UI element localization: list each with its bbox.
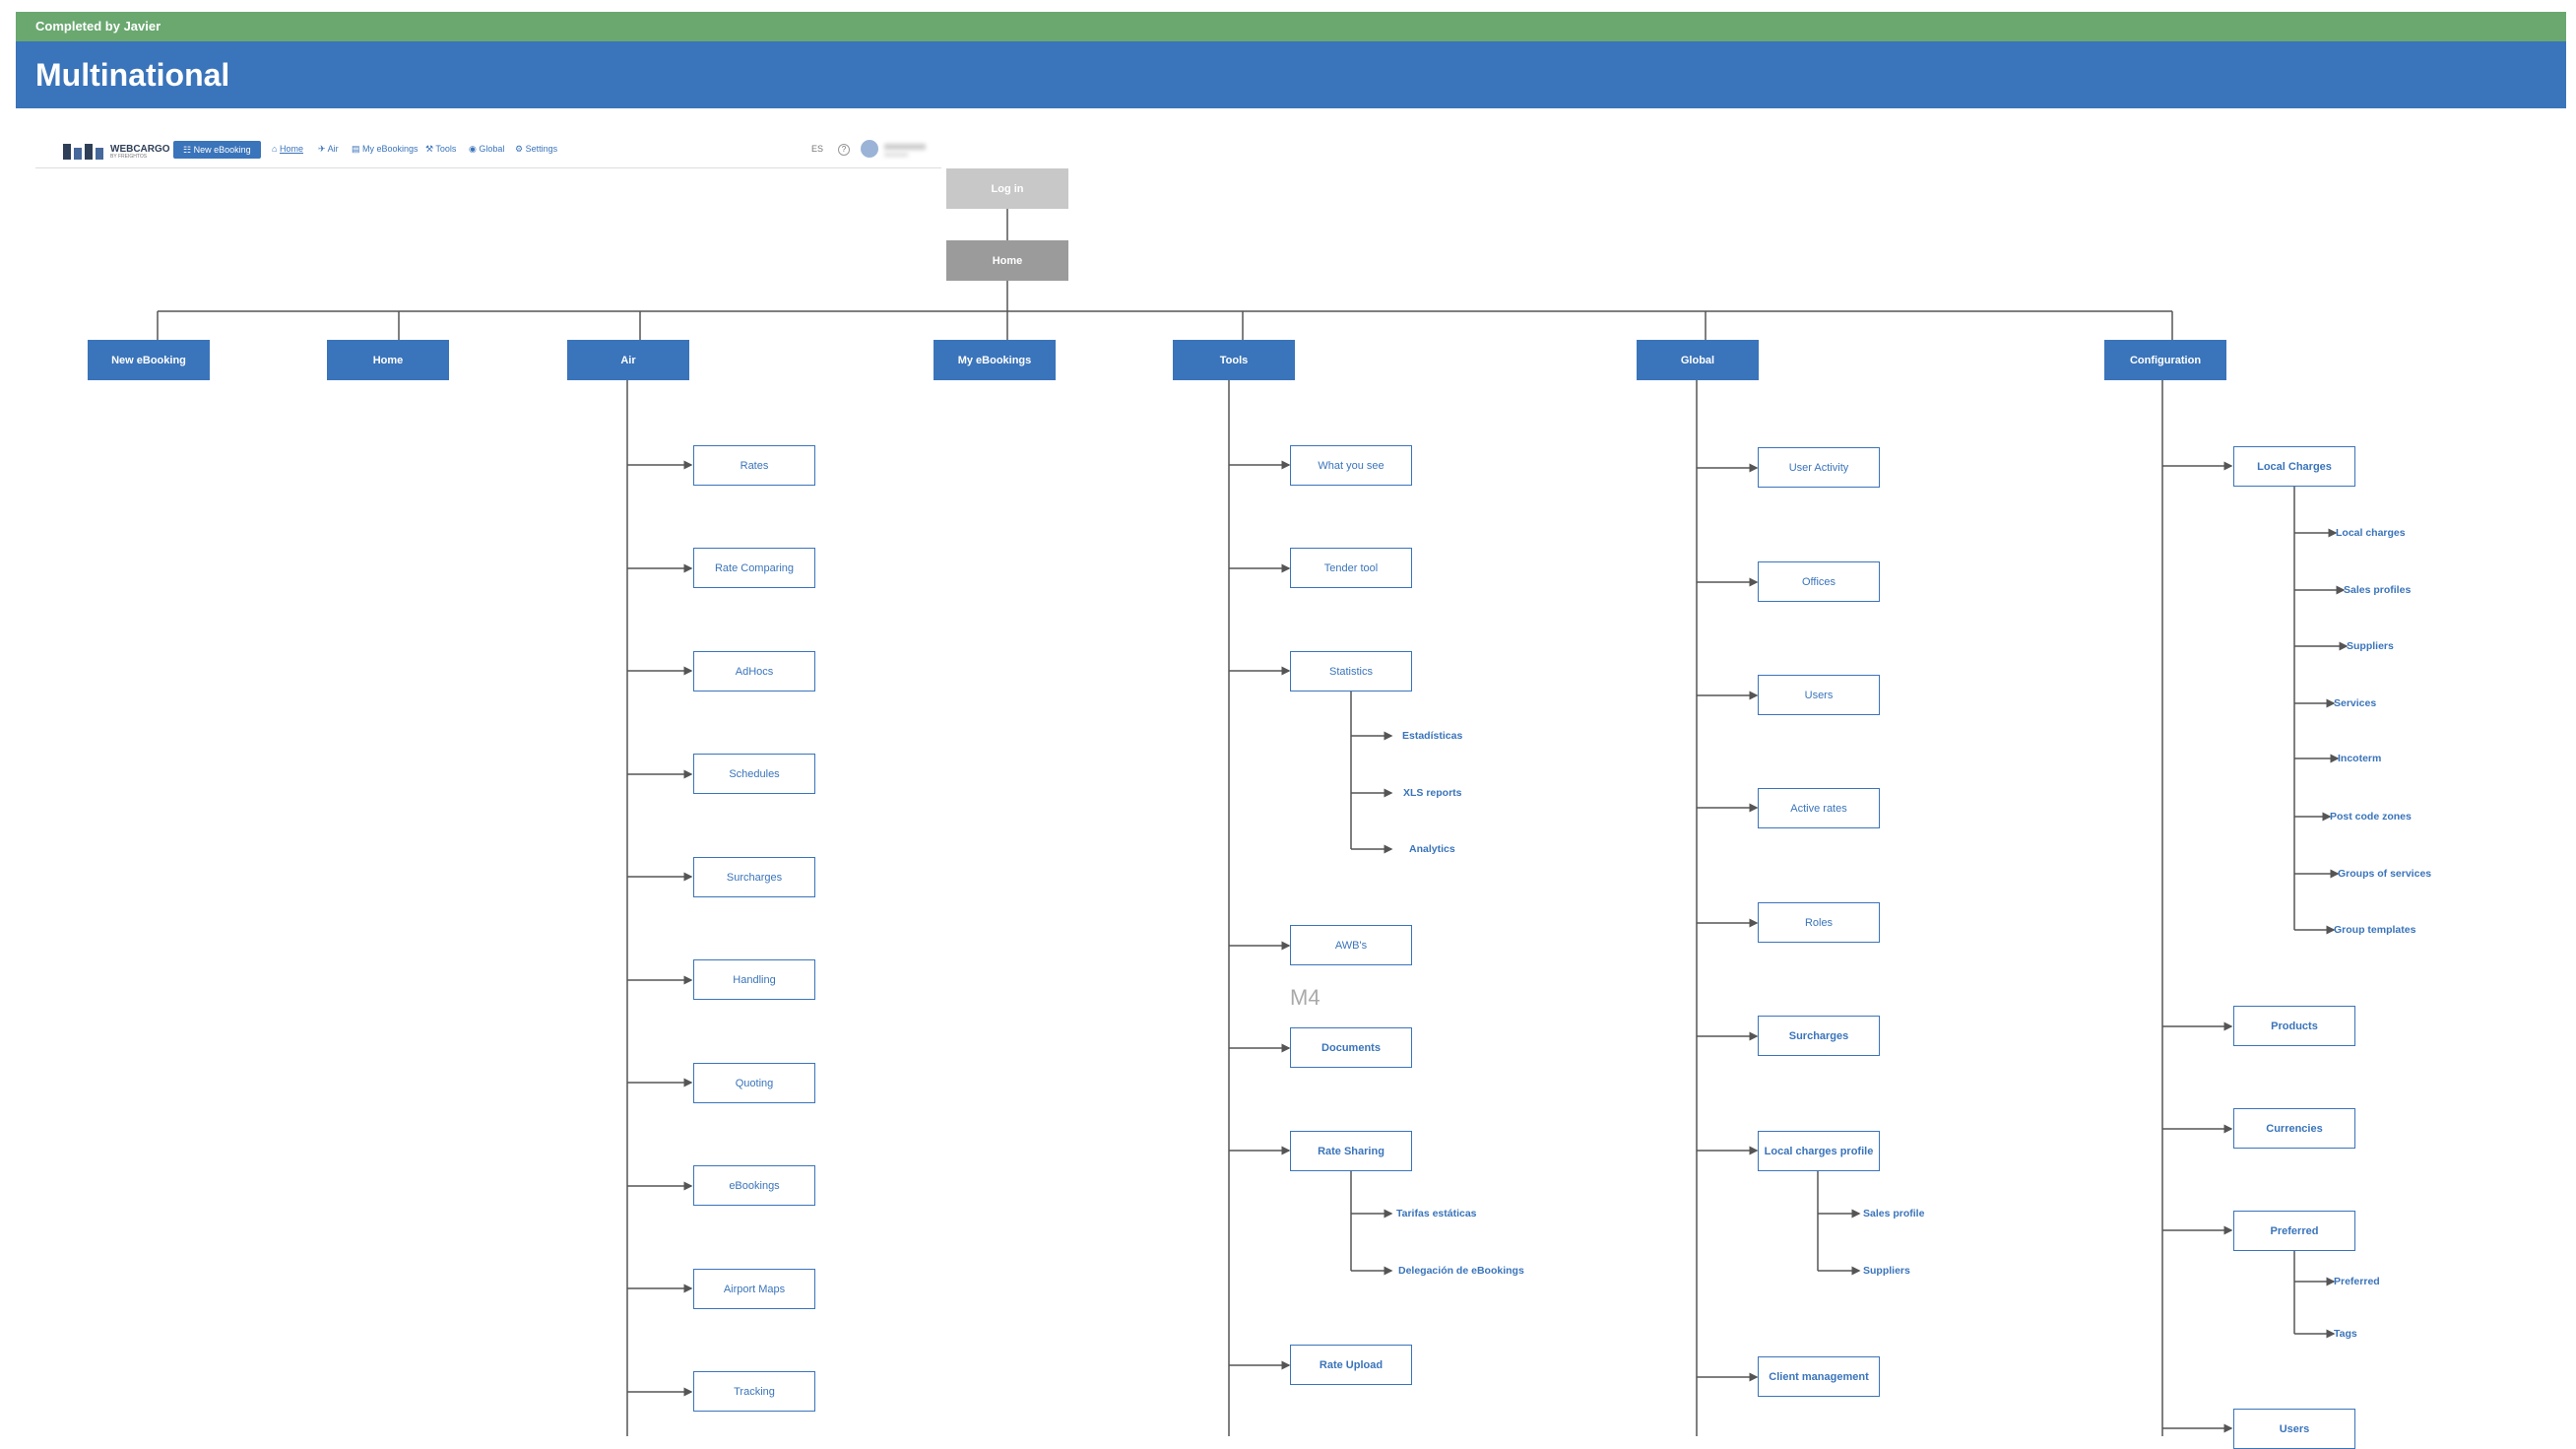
node-air-adhocs: AdHocs (693, 651, 815, 692)
plane-icon: ✈ (318, 144, 326, 154)
nav-global[interactable]: ◉ Global (469, 144, 505, 154)
nav-tools[interactable]: ⚒ Tools (425, 144, 457, 154)
leaf-incoterm: Incoterm (2338, 753, 2382, 764)
node-global-user-activity: User Activity (1758, 447, 1880, 488)
leaf-sales-profiles: Sales profiles (2344, 584, 2412, 596)
node-global-surcharges: Surcharges (1758, 1016, 1880, 1056)
node-new-ebooking: New eBooking (88, 340, 210, 380)
leaf-sales-profile: Sales profile (1863, 1208, 1925, 1219)
node-global-active-rates: Active rates (1758, 788, 1880, 828)
leaf-global-suppliers: Suppliers (1863, 1265, 1910, 1277)
globe-icon: ◉ (469, 144, 477, 154)
wrench-icon: ⚒ (425, 144, 434, 154)
node-air-quoting: Quoting (693, 1063, 815, 1103)
leaf-estadisticas: Estadísticas (1402, 730, 1463, 742)
leaf-config-suppliers: Suppliers (2347, 640, 2394, 652)
node-air-tracking: Tracking (693, 1371, 815, 1412)
home-icon: ⌂ (272, 144, 278, 154)
node-config-currencies: Currencies (2233, 1108, 2355, 1149)
leaf-post-code-zones: Post code zones (2330, 811, 2412, 823)
leaf-groups-of-services: Groups of services (2338, 868, 2432, 880)
node-air-rate-comparing: Rate Comparing (693, 548, 815, 588)
node-air-rates: Rates (693, 445, 815, 486)
help-icon[interactable]: ? (838, 144, 850, 156)
node-air-surcharges: Surcharges (693, 857, 815, 897)
node-tools: Tools (1173, 340, 1295, 380)
gear-icon: ⚙ (515, 144, 524, 154)
node-air-handling: Handling (693, 959, 815, 1000)
node-air: Air (567, 340, 689, 380)
blurred-user-role (884, 153, 908, 157)
node-config-local-charges: Local Charges (2233, 446, 2355, 487)
leaf-preferred: Preferred (2334, 1276, 2380, 1287)
leaf-tarifas-estaticas: Tarifas estáticas (1396, 1208, 1477, 1219)
completed-banner: Completed by Javier (16, 12, 2566, 41)
node-tools-rate-upload: Rate Upload (1290, 1345, 1412, 1385)
node-config-users: Users (2233, 1409, 2355, 1449)
node-my-ebookings: My eBookings (934, 340, 1056, 380)
node-tools-documents: Documents (1290, 1027, 1412, 1068)
node-tools-what-you-see: What you see (1290, 445, 1412, 486)
node-global-client-management: Client management (1758, 1356, 1880, 1397)
leaf-tags: Tags (2334, 1328, 2357, 1340)
nav-my-ebookings[interactable]: ▤ My eBookings (352, 144, 419, 154)
new-ebooking-nav-button[interactable]: ☷ New eBooking (173, 141, 261, 159)
node-config-preferred: Preferred (2233, 1211, 2355, 1251)
node-air-airport-maps: Airport Maps (693, 1269, 815, 1309)
node-tools-statistics: Statistics (1290, 651, 1412, 692)
leaf-services: Services (2334, 697, 2377, 709)
node-home: Home (327, 340, 449, 380)
node-tools-rate-sharing: Rate Sharing (1290, 1131, 1412, 1171)
node-air-ebookings: eBookings (693, 1165, 815, 1206)
node-config-products: Products (2233, 1006, 2355, 1046)
node-global-users: Users (1758, 675, 1880, 715)
leaf-group-templates: Group templates (2334, 924, 2416, 936)
page-title: Multinational (16, 41, 2566, 108)
nav-settings[interactable]: ⚙ Settings (515, 144, 558, 154)
node-tools-tender-tool: Tender tool (1290, 548, 1412, 588)
node-log-in: Log in (946, 168, 1068, 209)
blurred-user-name (884, 144, 926, 150)
leaf-analytics: Analytics (1409, 843, 1455, 855)
language-selector[interactable]: ES (811, 144, 824, 154)
leaf-xls-reports: XLS reports (1403, 787, 1462, 799)
node-configuration: Configuration (2104, 340, 2226, 380)
node-home-root: Home (946, 240, 1068, 281)
leaf-local-charges: Local charges (2336, 527, 2406, 539)
node-global-local-charges-profile: Local charges profile (1758, 1131, 1880, 1171)
document-icon: ▤ (352, 144, 360, 154)
node-air-schedules: Schedules (693, 754, 815, 794)
node-tools-awbs: AWB's (1290, 925, 1412, 965)
nav-air[interactable]: ✈ Air (318, 144, 339, 154)
node-global-roles: Roles (1758, 902, 1880, 943)
node-global: Global (1637, 340, 1759, 380)
m4-label: M4 (1290, 985, 1320, 1010)
nav-home[interactable]: ⌂ Home (272, 144, 303, 154)
avatar[interactable] (861, 140, 878, 158)
leaf-delegacion-ebookings: Delegación de eBookings (1398, 1265, 1524, 1277)
node-global-offices: Offices (1758, 561, 1880, 602)
